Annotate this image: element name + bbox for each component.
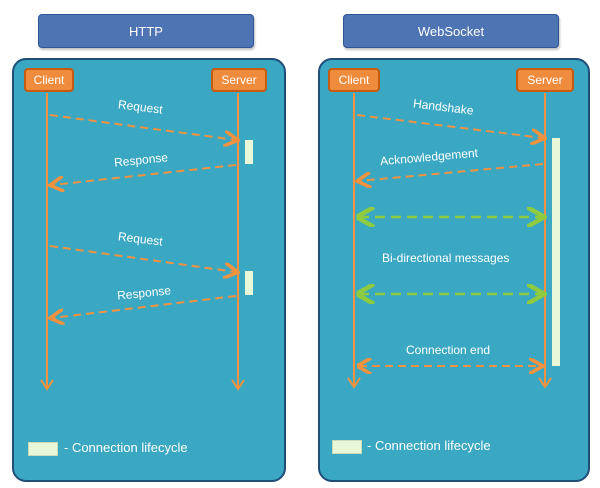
ws-handshake-arrow (356, 114, 543, 138)
http-request-arrow-2 (49, 245, 236, 272)
ws-lifecycle-bar (552, 138, 560, 366)
http-response-arrow-1 (52, 164, 237, 185)
ws-legend-swatch (332, 440, 362, 454)
ws-ack-arrow (359, 163, 544, 181)
http-lifecycle-bar-2 (245, 271, 253, 295)
http-lifecycle-bar-1 (245, 140, 253, 164)
websocket-title: WebSocket (343, 14, 559, 48)
ws-client-node: Client (328, 68, 380, 92)
http-response-arrow-2 (52, 295, 237, 318)
ws-bidirectional-label: Bi-directional messages (382, 251, 510, 265)
http-legend-swatch (28, 442, 58, 456)
ws-server-node: Server (516, 68, 574, 92)
http-request-arrow-1 (49, 114, 236, 140)
http-title: HTTP (38, 14, 254, 48)
ws-connection-end-label: Connection end (406, 343, 491, 357)
ws-legend-label: - Connection lifecycle (367, 438, 491, 453)
http-legend-label: - Connection lifecycle (64, 440, 188, 455)
http-server-node: Server (211, 68, 267, 92)
http-client-node: Client (24, 68, 74, 92)
